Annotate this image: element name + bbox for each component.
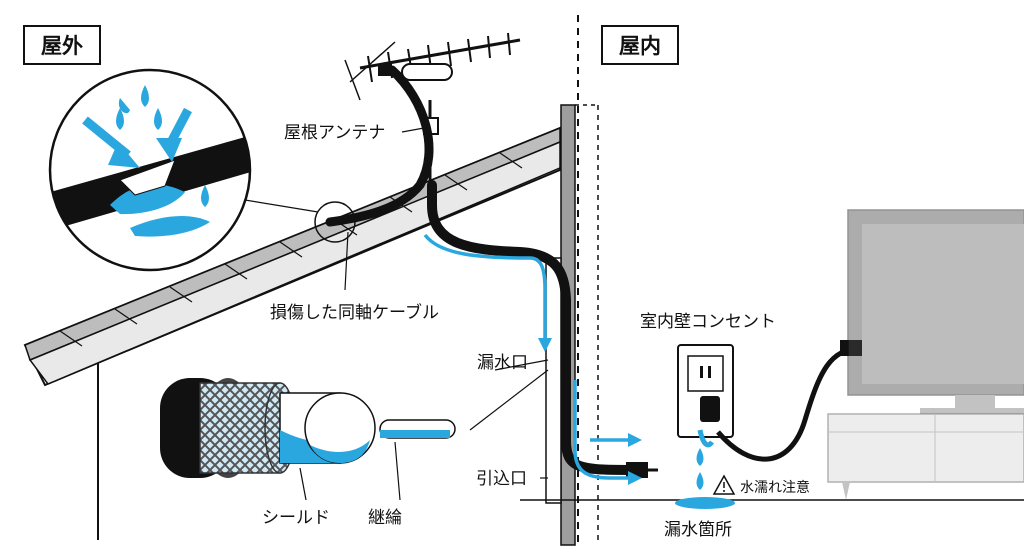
coax-cross-section — [160, 378, 456, 501]
svg-text:屋外: 屋外 — [41, 34, 83, 58]
damage-zoom — [48, 68, 356, 272]
leak-drops — [675, 448, 735, 509]
wall-outlet — [677, 344, 734, 448]
label-wall-outlet: 室内壁コンセント — [640, 312, 776, 332]
antenna — [344, 32, 521, 185]
label-entry-hole: 引込口 — [476, 469, 527, 489]
tv-power-cable — [716, 345, 861, 462]
tv-stand — [827, 413, 1024, 500]
indoor-label: 屋内 — [601, 25, 679, 65]
warning-triangle-icon — [712, 474, 736, 495]
label-leak-spot: 漏水箇所 — [664, 520, 732, 540]
svg-text:屋内: 屋内 — [619, 34, 661, 58]
label-antenna: 屋根アンテナ — [284, 123, 385, 143]
label-leak-inlet: 漏水口 — [477, 353, 528, 373]
label-damaged-cable: 損傷した同軸ケーブル — [270, 302, 439, 323]
label-shield: シールド — [262, 508, 330, 528]
coax-cable-main — [427, 180, 645, 475]
tv-set — [847, 209, 1024, 414]
water-flow — [423, 233, 642, 485]
coax-cable-outdoor — [325, 65, 434, 227]
label-core-wire: 継綸 — [368, 508, 402, 528]
outdoor-label: 屋外 — [23, 25, 101, 65]
label-wet-warning: 水濡れ注意 — [740, 479, 810, 496]
